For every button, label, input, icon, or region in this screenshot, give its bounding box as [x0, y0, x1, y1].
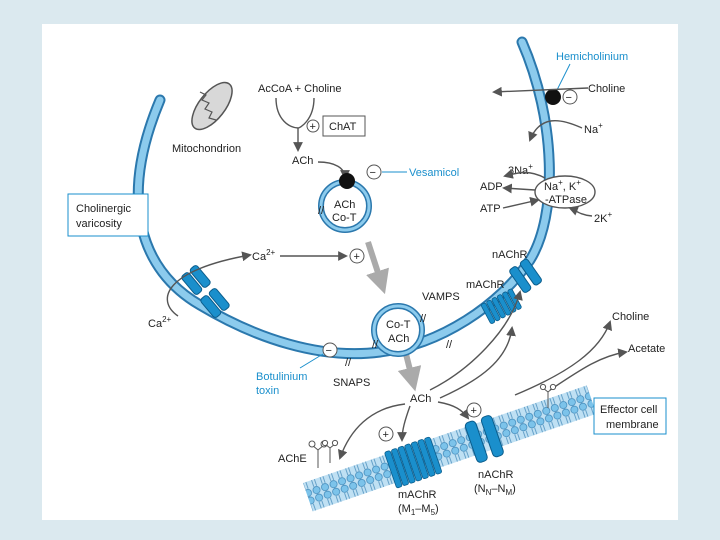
- chat-plus-sign: +: [310, 121, 316, 133]
- acetate-arrow: [549, 348, 628, 391]
- synthesis-arrow: [275, 97, 315, 150]
- botulinium-minus-sign: −: [326, 345, 332, 357]
- nachr-post-plus-sign: +: [471, 405, 477, 417]
- nachr-post-icon: [464, 415, 504, 463]
- hemicholinium-label: Hemicholinium: [556, 51, 628, 63]
- acoa-choline-label: AcCoA + Choline: [258, 83, 341, 95]
- ach-to-nachr-post-arrow: [437, 401, 470, 420]
- ache-label: AChE: [278, 453, 307, 465]
- choline-recycle-arrow: [514, 320, 612, 396]
- atp-label: ATP: [480, 203, 501, 215]
- membrane-snare-mark-right: //: [446, 339, 453, 351]
- adp-label: ADP: [480, 181, 503, 193]
- calcium-plus-icon: [349, 248, 365, 264]
- vamps-label: VAMPS: [422, 291, 460, 303]
- choline-top-label: Choline: [588, 83, 625, 95]
- ach-to-ache-arrow: [338, 403, 406, 460]
- effector-label-line1: Effector cell: [600, 404, 657, 416]
- ach-to-machr-post-arrow: [397, 405, 411, 442]
- vesicle-bottom-snare-mark: //: [372, 339, 379, 351]
- chat-box: [322, 115, 366, 137]
- machr-post-plus-sign: +: [383, 429, 389, 441]
- nachr-pre-icon: [509, 258, 542, 293]
- ca-in-label: Ca2+: [252, 248, 276, 263]
- hemicholinium-pointer: [555, 63, 571, 93]
- calcium-plus-sign: +: [354, 251, 360, 263]
- ach-top-label: ACh: [292, 155, 313, 167]
- ache-enzyme-right-icon: [539, 383, 557, 408]
- canvas: [42, 24, 678, 520]
- vesicle-bottom-ach: ACh: [388, 333, 409, 345]
- membrane-snare-mark: //: [345, 357, 352, 369]
- vesamicol-minus-icon: [366, 164, 382, 180]
- varicosity-label-line1: Cholinergic: [76, 203, 132, 215]
- nachr-pre-label: nAChR: [492, 249, 528, 261]
- machr-post-label-line1: mAChR: [398, 489, 437, 501]
- nachr-post-label-line2: (NN–NM): [474, 483, 516, 497]
- atp-arrow: [502, 196, 540, 209]
- chat-label: ChAT: [329, 121, 357, 133]
- botulinium-minus-icon: [322, 342, 338, 358]
- effector-box: [593, 397, 667, 435]
- atpase-pump: [534, 175, 596, 209]
- two-k-label: 2K+: [594, 210, 612, 225]
- nachr-post-plus-icon: [466, 402, 482, 418]
- hemicholinium-minus-icon: [562, 89, 578, 105]
- atpase-label-line1: Na+, K+: [544, 178, 581, 193]
- acetate-label: Acetate: [628, 343, 665, 355]
- choline-uptake-arrow: [492, 86, 589, 97]
- ach-cleft-label: ACh: [410, 393, 431, 405]
- three-na-arrow: [503, 169, 546, 179]
- vesicle-bottom-snare-mark-right: //: [420, 313, 427, 325]
- vesicle-transit-arrow: [365, 241, 389, 295]
- vesicle-top-cot: Co-T: [332, 212, 357, 224]
- hemicholinium-minus-sign: −: [566, 92, 572, 104]
- chat-plus-icon: [306, 119, 320, 133]
- two-k-arrow: [568, 206, 593, 217]
- mitochondrion-label: Mitochondrion: [172, 143, 241, 155]
- botulinium-label-line1: Botulinium: [256, 371, 307, 383]
- nachr-post-label-line1: nAChR: [478, 469, 514, 481]
- calcium-influx-arrow: [166, 251, 252, 317]
- vesicle-top-ach: ACh: [334, 199, 355, 211]
- vesamicol-label: Vesamicol: [409, 167, 459, 179]
- effector-label-line2: membrane: [606, 419, 659, 431]
- vesicle-top-snare-mark: //: [318, 205, 325, 217]
- snaps-label: SNAPS: [333, 377, 370, 389]
- varicosity-box: [67, 193, 149, 237]
- vesamicol-minus-sign: −: [370, 167, 376, 179]
- ach-to-machr-pre-arrow: [439, 326, 516, 399]
- ach-to-nachr-pre-arrow: [429, 290, 523, 391]
- machr-post-icon: [384, 436, 442, 489]
- ca-out-label: Ca2+: [148, 315, 172, 330]
- varicosity-label-line2: varicosity: [76, 218, 122, 230]
- machr-post-plus-icon: [378, 426, 394, 442]
- adp-arrow: [502, 183, 536, 194]
- machr-post-label-line2: (M1–M5): [398, 503, 439, 517]
- calcium-channel-lower-icon: [200, 288, 230, 318]
- machr-pre-label: mAChR: [466, 279, 505, 291]
- vesamicol-transporter-icon: [339, 173, 355, 189]
- ache-enzyme-icon: [308, 439, 339, 468]
- na-top-label: Na+: [584, 121, 603, 136]
- botulinium-label-line2: toxin: [256, 385, 279, 397]
- atpase-label-line2: -ATPase: [545, 194, 587, 206]
- vesicle-bottom-cot: Co-T: [386, 319, 411, 331]
- effector-membrane: [303, 385, 597, 512]
- mitochondrion-icon: [191, 81, 233, 131]
- na-uptake-arrow: [528, 119, 583, 142]
- vesicle-bottom: [371, 303, 425, 357]
- choline-transporter-icon: [545, 89, 561, 105]
- choline-right-label: Choline: [612, 311, 649, 323]
- botulinium-pointer: [299, 353, 324, 369]
